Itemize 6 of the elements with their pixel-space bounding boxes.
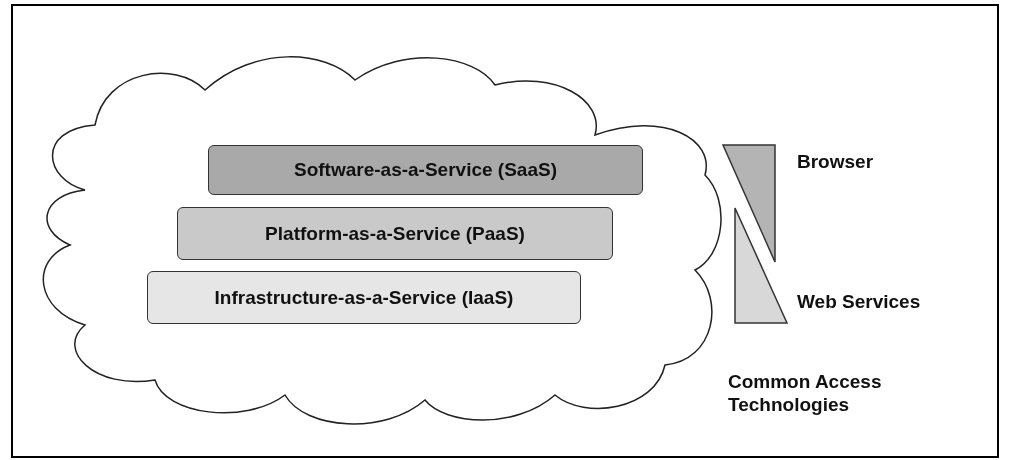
service-box: Software-as-a-Service (SaaS) [208,145,643,195]
caption-text: Common Access Technologies [728,370,883,416]
access-label: Browser [797,150,874,173]
service-box: Infrastructure-as-a-Service (IaaS) [147,271,581,324]
access-label: Web Services [797,290,921,313]
service-box: Platform-as-a-Service (PaaS) [177,207,613,260]
